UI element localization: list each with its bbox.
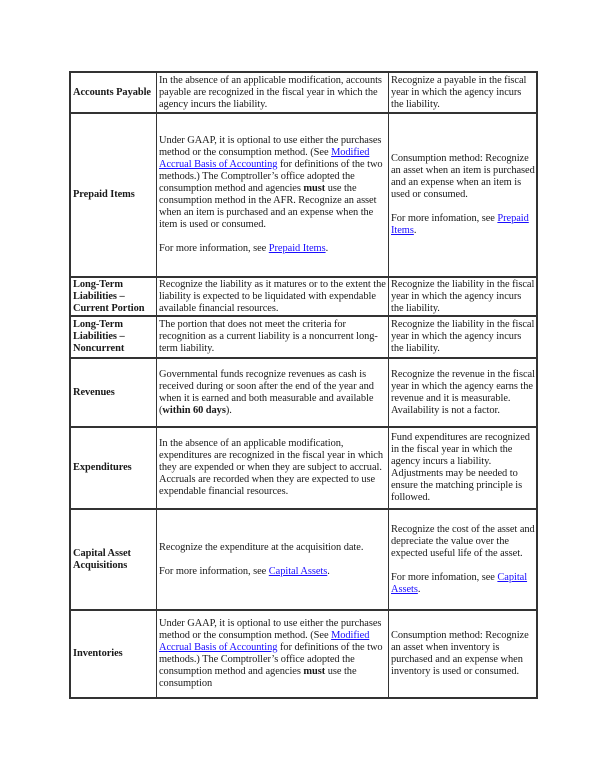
emphasis: within 60 days [162,404,226,416]
modified-accrual-cell: In the absence of an applicable modifica… [156,426,389,510]
capital-assets-link[interactable]: Capital Assets [391,571,528,595]
modified-accrual-cell: Recognize the liability as it matures or… [156,276,389,317]
modified-accrual-cell: Recognize the expenditure at the acquisi… [156,508,389,611]
text: For more infomation, see [391,571,498,583]
prepaid-items-link[interactable]: Prepaid Items [268,243,326,254]
text: For more information, see [159,565,269,577]
capital-assets-link[interactable]: Capital Assets [268,565,328,577]
text: For more information, see [159,243,269,254]
cell-paragraph: For more information, see Capital Assets… [159,566,387,578]
accrual-cell: Recognize the liability in the fiscal ye… [388,315,538,359]
table-row: Long-Term Liabilities – Current Portion … [69,276,538,317]
text: use the consumption method in the AFR. R… [159,183,377,230]
text: for definitions of the two methods.) The… [159,642,383,677]
accrual-cell: Recognize the revenue in the fiscal year… [388,357,538,428]
modified-accrual-basis-link[interactable]: Modified Accrual Basis of Accounting [159,630,370,653]
text: for definitions of the two methods.) The… [159,159,383,194]
table-row: Inventories Under GAAP, it is optional t… [69,609,538,699]
text: . [325,243,329,254]
cell-paragraph: Recognize the expenditure at the acquisi… [159,541,364,553]
row-label: Expenditures [69,426,157,510]
modified-accrual-cell: The portion that does not meet the crite… [156,315,389,359]
accounting-comparison-table: Accounts Payable In the absence of an ap… [69,71,538,699]
table-row: Expenditures In the absence of an applic… [69,426,538,510]
modified-accrual-cell: In the absence of an applicable modifica… [156,71,389,114]
table-row: Revenues Governmental funds recognize re… [69,357,538,428]
accrual-cell: Consumption method: Recognize an asset w… [388,609,538,699]
table-row: Prepaid Items Under GAAP, it is optional… [69,112,538,278]
cell-paragraph: Under GAAP, it is optional to use either… [159,135,387,231]
modified-accrual-basis-link[interactable]: Modified Accrual Basis of Accounting [159,147,370,170]
text: . [413,225,417,236]
accrual-cell: Recognize the cost of the asset and depr… [388,508,538,611]
text: use the consumption [159,666,357,689]
accrual-cell: Recognize a payable in the fiscal year i… [388,71,538,114]
row-label: Revenues [69,357,157,428]
row-label: Inventories [69,609,157,699]
text: ). [225,404,232,416]
cell-paragraph: Consumption method: Recognize an asset w… [391,153,535,200]
modified-accrual-cell: Under GAAP, it is optional to use either… [156,112,389,278]
text: For more infomation, see [391,213,498,224]
text: Under GAAP, it is optional to use either… [159,135,382,158]
row-label: Long-Term Liabilities – Current Portion [69,276,157,317]
text: . [417,583,421,595]
accrual-cell: Recognize the liability in the fiscal ye… [388,276,538,317]
cell-paragraph: For more infomation, see Capital Assets. [391,572,535,596]
table-row: Accounts Payable In the absence of an ap… [69,71,538,114]
table-row: Long-Term Liabilities – Noncurrent The p… [69,315,538,359]
table-row: Capital Asset Acquisitions Recognize the… [69,508,538,611]
emphasis: must [303,666,326,677]
row-label: Long-Term Liabilities – Noncurrent [69,315,157,359]
accrual-cell: Consumption method: Recognize an asset w… [388,112,538,278]
row-label: Capital Asset Acquisitions [69,508,157,611]
row-label: Prepaid Items [69,112,157,278]
cell-paragraph: For more information, see Prepaid Items. [159,243,387,255]
modified-accrual-cell: Governmental funds recognize revenues as… [156,357,389,428]
accrual-cell: Fund expenditures are recognized in the … [388,426,538,510]
text: . [327,565,330,577]
emphasis: must [303,183,326,194]
row-label: Accounts Payable [69,71,157,114]
prepaid-items-link[interactable]: Prepaid Items [391,213,529,236]
text: Under GAAP, it is optional to use either… [159,618,382,641]
cell-paragraph: Recognize the cost of the asset and depr… [391,523,535,559]
text: Governmental funds recognize revenues as… [159,368,374,416]
cell-paragraph: For more infomation, see Prepaid Items. [391,213,535,237]
modified-accrual-cell: Under GAAP, it is optional to use either… [156,609,389,699]
